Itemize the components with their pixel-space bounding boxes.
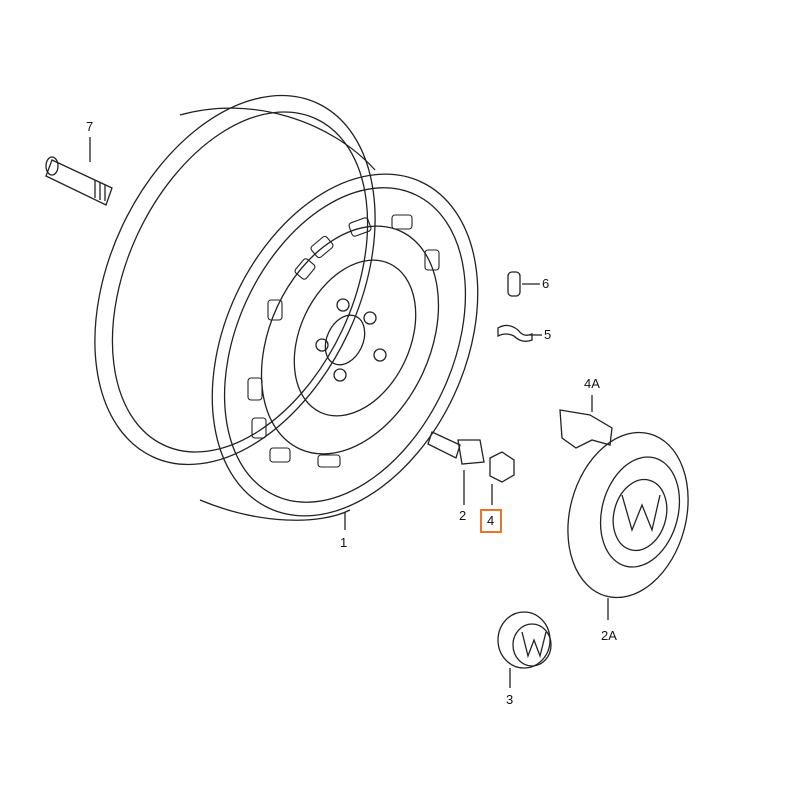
label-valve: 7 [86,119,94,134]
label-bolt: 2 [459,508,467,523]
label-wheel: 1 [340,535,348,550]
label-hubcap: 2A [601,628,617,643]
center-cap[interactable] [497,611,552,688]
highlight-box[interactable] [480,509,502,533]
label-nut: 4 [487,513,495,528]
wheel-nut[interactable] [489,451,515,505]
wheel-bolt[interactable] [427,431,485,505]
valve-cap[interactable] [507,271,540,297]
label-clip: 4A [584,376,600,391]
label-clamp: 5 [544,327,552,342]
wheel-rim[interactable] [39,50,530,558]
label-valve-cap: 6 [542,276,550,291]
clamp[interactable] [497,324,542,342]
label-center-cap: 3 [506,692,514,707]
hubcap-clip[interactable] [559,395,613,449]
valve-stem[interactable] [45,137,113,206]
hubcap[interactable] [550,419,706,620]
